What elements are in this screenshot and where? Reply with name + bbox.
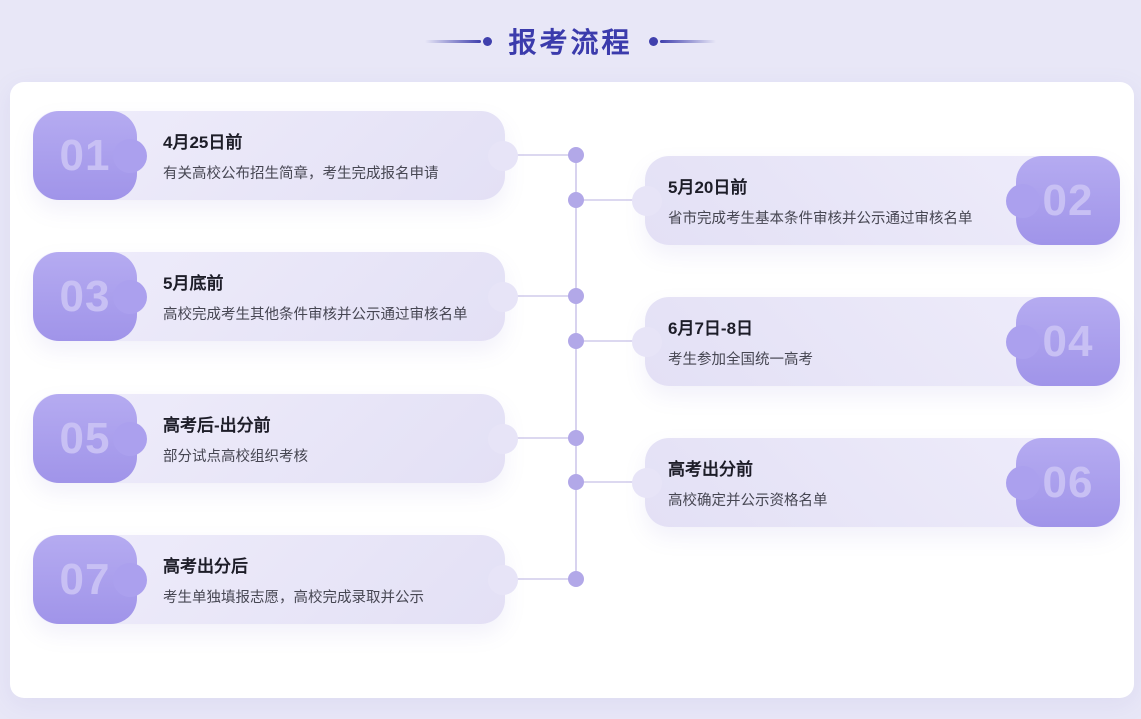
timeline-line: [575, 155, 577, 580]
step-description: 考生单独填报志愿，高校完成录取并公示: [163, 590, 424, 606]
step-card-4: 04 6月7日-8日 考生参加全国统一高考: [645, 297, 1120, 386]
step-title: 4月25日前: [163, 133, 243, 152]
step-number: 03: [59, 271, 111, 321]
timeline-dot-5: [568, 430, 584, 446]
title-left-line-icon: [425, 39, 482, 43]
page-header: 报考流程: [0, 0, 1141, 82]
connector-step-1: [505, 154, 576, 156]
step-card-2: 02 5月20日前 省市完成考生基本条件审核并公示通过审核名单: [645, 156, 1120, 245]
timeline-dot-2: [568, 192, 584, 208]
step-title: 6月7日-8日: [668, 319, 754, 338]
step-number-badge-2: 02: [1016, 156, 1120, 245]
step-number: 01: [59, 130, 111, 180]
title-right-line-icon: [659, 39, 716, 43]
title-right-dot-icon: [648, 36, 658, 46]
step-title: 高考后-出分前: [163, 416, 271, 435]
step-number-badge-5: 05: [33, 394, 137, 483]
step-number-badge-7: 07: [33, 535, 137, 624]
step-description: 有关高校公布招生简章，考生完成报名申请: [163, 166, 439, 182]
timeline-dot-7: [568, 571, 584, 587]
timeline-dot-1: [568, 147, 584, 163]
step-title: 5月20日前: [668, 178, 748, 197]
timeline-dot-3: [568, 288, 584, 304]
step-number-badge-6: 06: [1016, 438, 1120, 527]
page-title: 报考流程: [508, 27, 633, 58]
connector-step-2: [576, 199, 645, 201]
step-card-5: 05 高考后-出分前 部分试点高校组织考核: [33, 394, 505, 483]
step-description: 高校确定并公示资格名单: [668, 493, 828, 509]
timeline-dot-6: [568, 474, 584, 490]
connector-step-5: [505, 437, 576, 439]
step-number: 05: [59, 413, 111, 463]
step-title: 5月底前: [163, 274, 224, 293]
connector-step-4: [576, 340, 645, 342]
step-number: 02: [1042, 175, 1094, 225]
step-description: 省市完成考生基本条件审核并公示通过审核名单: [668, 211, 973, 227]
step-description: 高校完成考生其他条件审核并公示通过审核名单: [163, 307, 468, 323]
step-number-badge-4: 04: [1016, 297, 1120, 386]
process-panel: 01 4月25日前 有关高校公布招生简章，考生完成报名申请 02 5月20日前 …: [10, 82, 1134, 698]
step-title: 高考出分后: [163, 557, 248, 576]
step-number: 04: [1042, 316, 1094, 366]
step-card-6: 06 高考出分前 高校确定并公示资格名单: [645, 438, 1120, 527]
connector-step-3: [505, 295, 576, 297]
step-description: 部分试点高校组织考核: [163, 449, 308, 465]
step-number-badge-3: 03: [33, 252, 137, 341]
timeline-dot-4: [568, 333, 584, 349]
step-title: 高考出分前: [668, 460, 753, 479]
connector-step-7: [505, 578, 576, 580]
step-number: 07: [59, 554, 111, 604]
step-card-3: 03 5月底前 高校完成考生其他条件审核并公示通过审核名单: [33, 252, 505, 341]
step-card-7: 07 高考出分后 考生单独填报志愿，高校完成录取并公示: [33, 535, 505, 624]
step-number: 06: [1042, 457, 1094, 507]
connector-step-6: [576, 481, 645, 483]
step-card-1: 01 4月25日前 有关高校公布招生简章，考生完成报名申请: [33, 111, 505, 200]
step-number-badge-1: 01: [33, 111, 137, 200]
step-description: 考生参加全国统一高考: [668, 352, 813, 368]
title-left-dot-icon: [483, 36, 493, 46]
